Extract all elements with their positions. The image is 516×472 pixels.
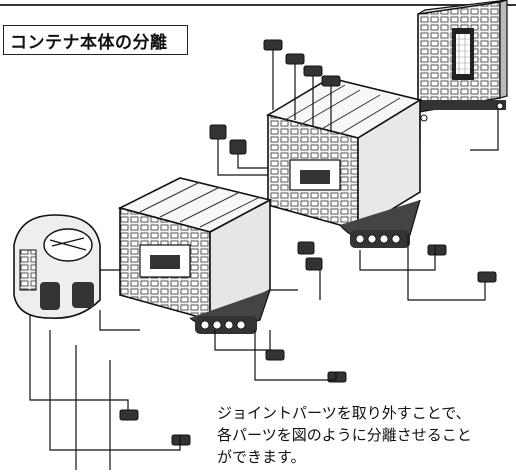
section-title-text: コンテナ本体の分離 bbox=[10, 32, 168, 53]
caption-line-1: ジョイントパーツを取り外すことで、 bbox=[217, 404, 471, 422]
joint-leader-lines-top bbox=[217, 50, 332, 176]
instruction-caption: ジョイントパーツを取り外すことで、 各パーツを図のように分離させること ができま… bbox=[217, 402, 512, 468]
rear-panel-part bbox=[417, 0, 508, 113]
top-rule bbox=[0, 4, 516, 6]
caption-line-3: ができます。 bbox=[217, 448, 306, 466]
joint-clips-bottom bbox=[119, 244, 497, 446]
upper-container-part bbox=[265, 77, 423, 248]
caption-line-2: 各パーツを図のように分離させること bbox=[217, 426, 472, 444]
joint-leader-lines bbox=[29, 110, 499, 470]
section-title: コンテナ本体の分離 bbox=[3, 25, 188, 55]
front-cab-part bbox=[13, 214, 101, 319]
middle-container-part bbox=[117, 177, 273, 334]
joint-clips-middle bbox=[297, 241, 323, 271]
panel-hinge-marks bbox=[420, 102, 504, 122]
